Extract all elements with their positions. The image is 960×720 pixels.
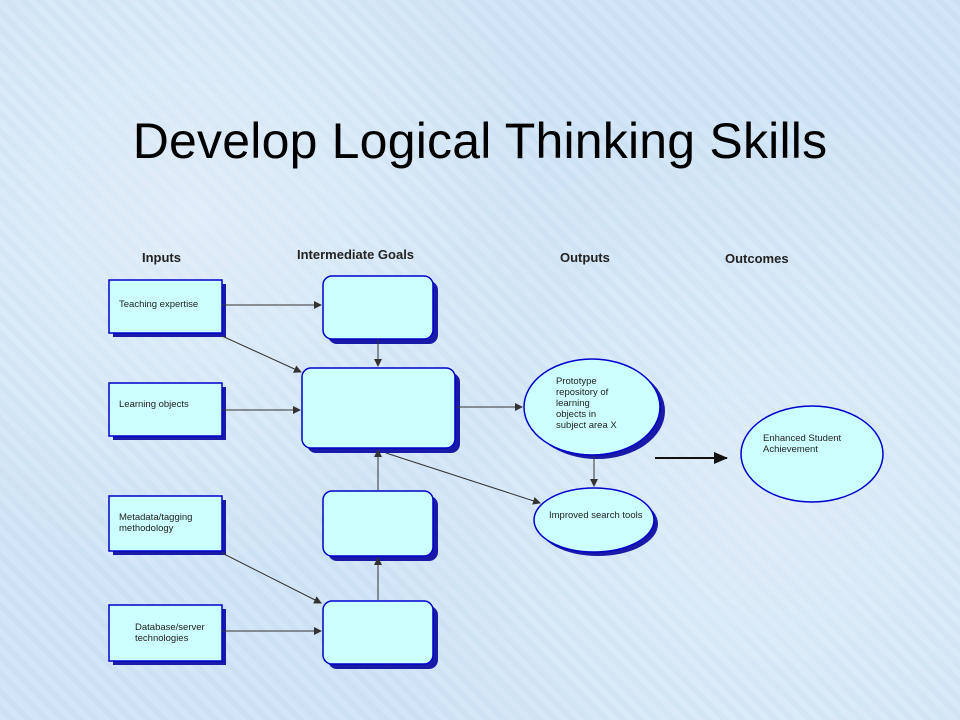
arrow-central-to-search xyxy=(385,452,541,505)
goal-box-1 xyxy=(322,275,438,344)
outcome-label-student-achievement: Enhanced Student Achievement xyxy=(763,433,842,455)
arrow-teaching-to-central xyxy=(221,335,302,373)
input-box-teaching-expertise xyxy=(108,279,226,337)
goal-box-3 xyxy=(322,490,438,561)
header-outcomes: Outcomes xyxy=(725,251,789,266)
input-label-learning-objects: Learning objects xyxy=(119,399,189,410)
input-box-database-server xyxy=(108,604,226,665)
output-label-prototype: Prototype repository of learning objects… xyxy=(556,376,617,431)
input-label-teaching-expertise: Teaching expertise xyxy=(119,299,199,310)
arrow-metadata-to-goal4 xyxy=(221,552,322,604)
header-inputs: Inputs xyxy=(142,250,181,265)
input-label-metadata-tagging: Metadata/tagging methodology xyxy=(119,512,193,534)
input-label-database-server: Database/server technologies xyxy=(135,622,205,644)
input-box-learning-objects xyxy=(108,382,226,440)
header-outputs: Outputs xyxy=(560,250,610,265)
output-label-search-tools: Improved search tools xyxy=(549,510,643,521)
slide-title: Develop Logical Thinking Skills xyxy=(132,113,828,169)
input-box-metadata-tagging xyxy=(108,495,226,555)
goal-box-4 xyxy=(322,600,438,669)
output-ellipse-search-tools xyxy=(533,487,658,556)
outcome-ellipse xyxy=(740,405,884,503)
output-ellipse-prototype xyxy=(523,358,665,459)
goal-box-central xyxy=(301,367,460,453)
header-intermediate-goals: Intermediate Goals xyxy=(297,247,415,262)
